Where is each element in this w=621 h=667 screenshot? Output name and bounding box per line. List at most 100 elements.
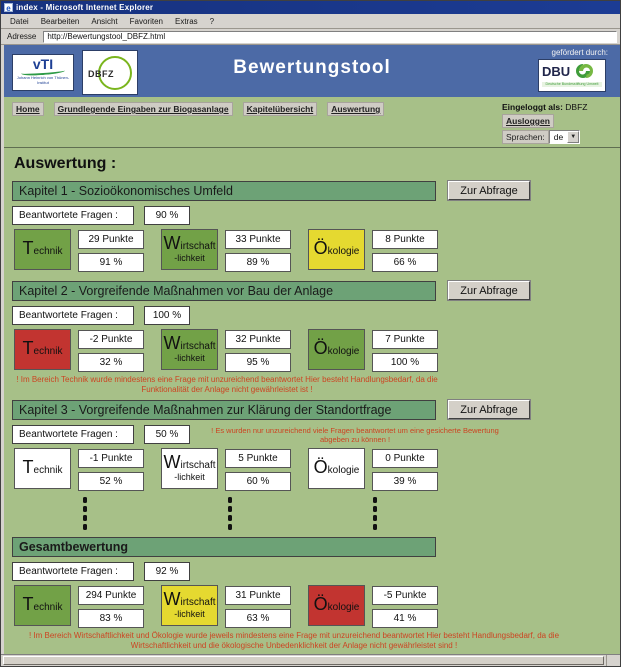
chapter-3-scores: Technik -1 Punkte 52 % Wirtschaft -lichk… bbox=[14, 448, 438, 491]
menu-extras[interactable]: Extras bbox=[174, 16, 198, 26]
menu-favoriten[interactable]: Favoriten bbox=[129, 16, 163, 26]
menu-ansicht[interactable]: Ansicht bbox=[91, 16, 118, 26]
percent-box: 39 % bbox=[372, 472, 438, 491]
points-box: -5 Punkte bbox=[372, 586, 438, 605]
points-box: 32 Punkte bbox=[225, 330, 291, 349]
category-label: Ökologie bbox=[313, 237, 360, 258]
category-label: Technik bbox=[22, 456, 63, 477]
category-box-oekologie: Ökologie bbox=[308, 448, 365, 489]
category-label-line2: -lichkeit bbox=[174, 471, 205, 482]
category-label: Ökologie bbox=[313, 456, 360, 477]
address-label: Adresse bbox=[7, 32, 37, 41]
nav-row: Home Grundlegende Eingaben zur Biogasanl… bbox=[4, 97, 620, 145]
window-title: index - Microsoft Internet Explorer bbox=[16, 3, 154, 12]
address-bar: Adresse bbox=[1, 29, 620, 45]
language-select[interactable]: de ▼ bbox=[548, 130, 581, 144]
score-group-technik: Technik 29 Punkte 91 % bbox=[14, 229, 144, 272]
category-label: Wirtschaft bbox=[163, 588, 216, 609]
chapter-3-zur-abfrage-button[interactable]: Zur Abfrage bbox=[447, 399, 531, 420]
dbu-logo-subtext: Deutsche Bundesstiftung Umwelt bbox=[542, 82, 602, 87]
title-bar: e index - Microsoft Internet Explorer bbox=[1, 1, 620, 14]
category-box-technik: Technik bbox=[14, 229, 71, 270]
category-box-wirtschaftlichkeit: Wirtschaft -lichkeit bbox=[161, 329, 218, 370]
score-group-wirtschaftlichkeit: Wirtschaft -lichkeit 32 Punkte 95 % bbox=[161, 329, 291, 372]
points-box: 33 Punkte bbox=[225, 230, 291, 249]
chapter-1-title-bar: Kapitel 1 - Sozioökonomisches Umfeld bbox=[12, 181, 436, 201]
category-label: Wirtschaft bbox=[163, 451, 216, 472]
chapter-2-warning: ! Im Bereich Technik wurde mindestens ei… bbox=[16, 375, 438, 394]
score-group-technik: Technik 294 Punkte 83 % bbox=[14, 585, 144, 628]
category-box-technik: Technik bbox=[14, 448, 71, 489]
score-group-wirtschaftlichkeit: Wirtschaft -lichkeit 31 Punkte 63 % bbox=[161, 585, 291, 628]
points-box: 7 Punkte bbox=[372, 330, 438, 349]
score-group-wirtschaftlichkeit: Wirtschaft -lichkeit 33 Punkte 89 % bbox=[161, 229, 291, 272]
points-box: 29 Punkte bbox=[78, 230, 144, 249]
language-value: de bbox=[553, 132, 564, 142]
score-group-oekologie: Ökologie 7 Punkte 100 % bbox=[308, 329, 438, 372]
points-box: -2 Punkte bbox=[78, 330, 144, 349]
nav-link-home[interactable]: Home bbox=[12, 102, 44, 116]
site-header: vTI Johann Heinrich von Thünen-Institut … bbox=[4, 45, 620, 97]
chapter-2-answered-value: 100 % bbox=[144, 306, 190, 325]
vti-logo: vTI Johann Heinrich von Thünen-Institut bbox=[12, 54, 74, 91]
logged-in-user: DBFZ bbox=[565, 102, 588, 112]
points-box: 31 Punkte bbox=[225, 586, 291, 605]
answered-questions-label: Beantwortete Fragen : bbox=[12, 425, 134, 444]
percent-box: 66 % bbox=[372, 253, 438, 272]
category-box-oekologie: Ökologie bbox=[308, 329, 365, 370]
percent-box: 63 % bbox=[225, 609, 291, 628]
nav-link-grundlegende-eingaben[interactable]: Grundlegende Eingaben zur Biogasanlage bbox=[53, 102, 233, 116]
dbfz-logo: DBFZ bbox=[82, 50, 138, 95]
address-input[interactable] bbox=[43, 30, 617, 43]
chevron-down-icon[interactable]: ▼ bbox=[567, 131, 580, 143]
funded-by-label: gefördert durch: bbox=[551, 48, 608, 57]
chapter-3-title-bar: Kapitel 3 - Vorgreifende Maßnahmen zur K… bbox=[12, 400, 436, 420]
dbfz-logo-text: DBFZ bbox=[88, 69, 114, 79]
category-label: Wirtschaft bbox=[163, 332, 216, 353]
answered-questions-label: Beantwortete Fragen : bbox=[12, 206, 134, 225]
category-label-line2: -lichkeit bbox=[174, 352, 205, 363]
category-box-wirtschaftlichkeit: Wirtschaft -lichkeit bbox=[161, 229, 218, 270]
percent-box: 100 % bbox=[372, 353, 438, 372]
percent-box: 83 % bbox=[78, 609, 144, 628]
points-box: 294 Punkte bbox=[78, 586, 144, 605]
dbu-logo: DBU Deutsche Bundesstiftung Umwelt bbox=[538, 59, 606, 92]
menu-bearbeiten[interactable]: Bearbeiten bbox=[40, 16, 80, 26]
total-answered-value: 92 % bbox=[144, 562, 190, 581]
answered-questions-label: Beantwortete Fragen : bbox=[12, 562, 134, 581]
horizontal-scrollbar-thumb[interactable] bbox=[3, 656, 604, 665]
chapter-1-zur-abfrage-button[interactable]: Zur Abfrage bbox=[447, 180, 531, 201]
total-title-bar: Gesamtbewertung bbox=[12, 537, 436, 557]
nav-link-auswertung[interactable]: Auswertung bbox=[327, 102, 385, 116]
category-label: Technik bbox=[22, 237, 63, 258]
points-box: 0 Punkte bbox=[372, 449, 438, 468]
horizontal-scrollbar bbox=[1, 654, 620, 666]
category-box-oekologie: Ökologie bbox=[308, 229, 365, 270]
app-title: Bewertungstool bbox=[233, 57, 391, 78]
chapter-2-scores: Technik -2 Punkte 32 % Wirtschaft -lichk… bbox=[14, 329, 438, 372]
logout-link[interactable]: Ausloggen bbox=[502, 114, 554, 128]
menu-datei[interactable]: Datei bbox=[10, 16, 29, 26]
points-box: 5 Punkte bbox=[225, 449, 291, 468]
category-label: Ökologie bbox=[313, 593, 360, 614]
chapter-2-section: Kapitel 2 - Vorgreifende Maßnahmen vor B… bbox=[4, 272, 620, 397]
chapter-2-zur-abfrage-button[interactable]: Zur Abfrage bbox=[447, 280, 531, 301]
total-section: Gesamtbewertung Beantwortete Fragen : 92… bbox=[4, 534, 620, 651]
menu-help[interactable]: ? bbox=[209, 16, 215, 26]
vti-logo-text: vTI bbox=[32, 56, 54, 72]
session-panel: Eingeloggt als: DBFZ Ausloggen Sprachen:… bbox=[502, 102, 612, 144]
chapter-2-title-bar: Kapitel 2 - Vorgreifende Maßnahmen vor B… bbox=[12, 281, 436, 301]
total-warning: ! Im Bereich Wirtschaftlichkeit und Ökol… bbox=[28, 631, 560, 650]
chapter-3-section: Kapitel 3 - Vorgreifende Maßnahmen zur K… bbox=[4, 397, 620, 491]
nav-link-kapiteluebersicht[interactable]: Kapitelübersicht bbox=[242, 102, 318, 116]
percent-box: 41 % bbox=[372, 609, 438, 628]
score-group-oekologie: Ökologie 0 Punkte 39 % bbox=[308, 448, 438, 491]
logged-in-status: Eingeloggt als: DBFZ bbox=[502, 102, 588, 112]
vertical-dots-icon bbox=[157, 497, 302, 530]
percent-box: 91 % bbox=[78, 253, 144, 272]
chapter-3-answered-value: 50 % bbox=[144, 425, 190, 444]
category-label-line2: -lichkeit bbox=[174, 252, 205, 263]
points-box: 8 Punkte bbox=[372, 230, 438, 249]
category-label-line2: -lichkeit bbox=[174, 608, 205, 619]
